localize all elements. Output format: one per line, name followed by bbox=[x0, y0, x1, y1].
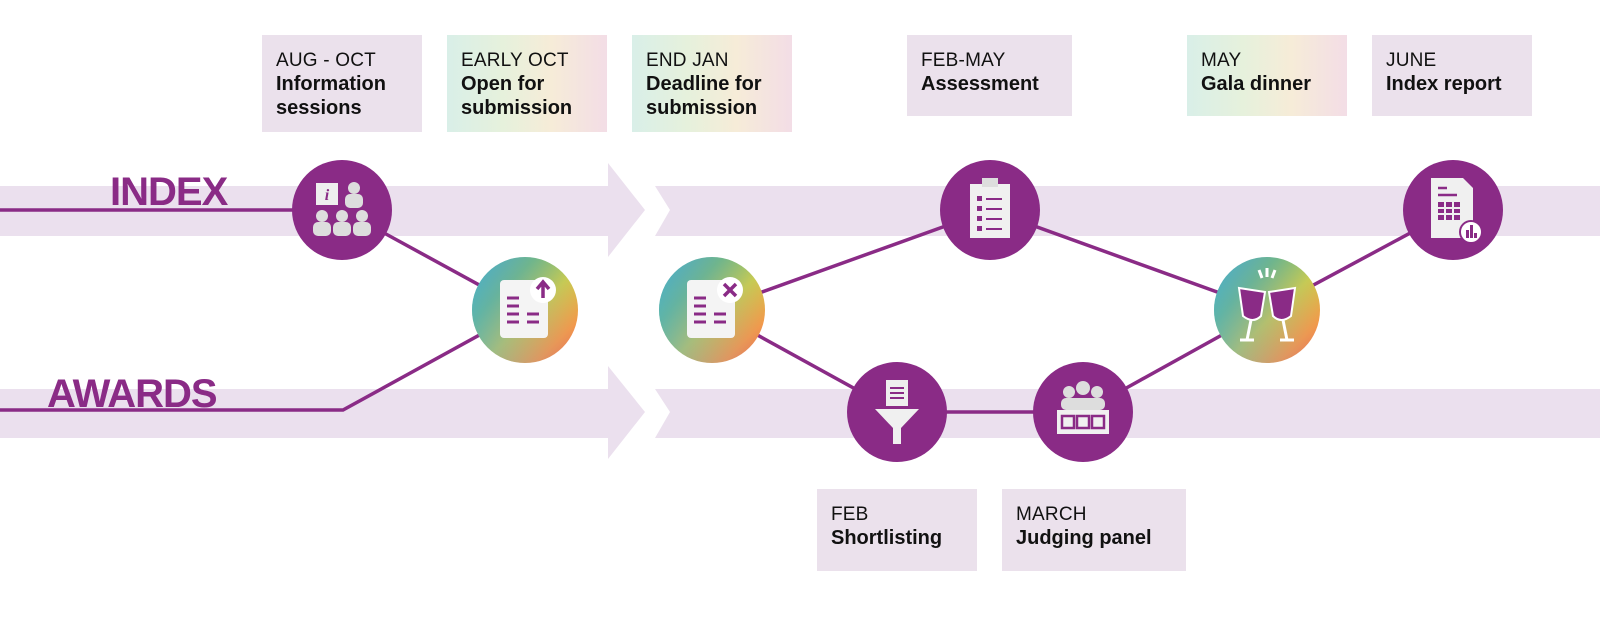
milestone-gala-dinner: MAY Gala dinner bbox=[1187, 35, 1347, 116]
milestone-title: Assessment bbox=[921, 73, 1039, 95]
milestone-title: Judging panel bbox=[1016, 527, 1152, 549]
milestone-title: Shortlisting bbox=[831, 527, 943, 549]
milestone-date: END JAN bbox=[646, 50, 729, 71]
milestone-index-report: JUNE Index report bbox=[1372, 35, 1532, 116]
milestone-judging-panel: MARCH Judging panel bbox=[1002, 489, 1186, 571]
awards-band bbox=[0, 366, 1600, 459]
milestone-shortlisting: FEB Shortlisting bbox=[817, 489, 977, 571]
document-funnel-icon bbox=[847, 362, 947, 462]
milestone-deadline-for-submission: END JAN Deadline for submission bbox=[632, 35, 792, 132]
milestone-date: EARLY OCT bbox=[461, 50, 569, 71]
milestone-date: FEB bbox=[831, 504, 869, 525]
clipboard-checklist-icon bbox=[940, 160, 1040, 260]
lane-label-index: INDEX bbox=[110, 170, 228, 214]
milestone-date: JUNE bbox=[1386, 50, 1437, 71]
milestone-title: Gala dinner bbox=[1201, 73, 1312, 95]
milestone-date: MARCH bbox=[1016, 504, 1087, 525]
lane-label-awards: AWARDS bbox=[47, 372, 218, 416]
document-close-icon bbox=[659, 257, 765, 363]
milestone-information-sessions: AUG - OCT Information sessions bbox=[262, 35, 422, 132]
milestone-date: MAY bbox=[1201, 50, 1242, 71]
milestone-open-for-submission: EARLY OCT Open for submission bbox=[447, 35, 607, 132]
milestone-date: FEB-MAY bbox=[921, 50, 1006, 71]
wine-glasses-icon bbox=[1214, 257, 1320, 363]
milestone-title: Information sessions bbox=[276, 73, 386, 119]
milestone-date: AUG - OCT bbox=[276, 50, 376, 71]
svg-text:i: i bbox=[325, 187, 330, 204]
milestone-assessment: FEB-MAY Assessment bbox=[907, 35, 1072, 116]
milestone-title: Deadline for submission bbox=[646, 73, 762, 119]
document-upload-icon bbox=[472, 257, 578, 363]
report-chart-icon bbox=[1403, 160, 1503, 260]
milestone-title: Index report bbox=[1386, 73, 1502, 95]
milestone-title: Open for submission bbox=[461, 73, 573, 119]
info-session-icon: i bbox=[292, 160, 392, 260]
judging-panel-icon bbox=[1033, 362, 1133, 462]
